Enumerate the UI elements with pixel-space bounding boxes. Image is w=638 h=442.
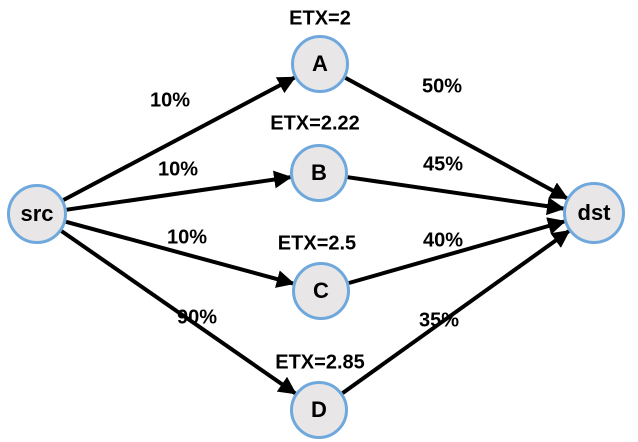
edge-label-src-d: 90%: [176, 306, 218, 329]
edge-label-a-dst: 50%: [421, 75, 463, 98]
edge-label-src-b: 10%: [157, 158, 199, 181]
edge-label-b-dst: 45%: [422, 153, 464, 176]
edge-b-to-dst: [347, 175, 566, 216]
node-c: C: [292, 262, 350, 320]
edge-src-to-a: [62, 75, 296, 202]
node-src: src: [7, 184, 67, 244]
etx-label-b: ETX=2.22: [270, 112, 360, 135]
edge-label-src-a: 10%: [149, 89, 191, 112]
node-a: A: [291, 35, 349, 93]
edge-src-to-b: [66, 170, 293, 212]
node-b: B: [290, 144, 348, 202]
etx-label-c: ETX=2.5: [277, 232, 357, 255]
edge-label-src-c: 10%: [166, 226, 208, 249]
etx-label-d: ETX=2.85: [275, 351, 365, 374]
edge-src-to-c: [65, 219, 295, 288]
etx-label-a: ETX=2: [289, 7, 351, 30]
edge-src-to-d: [60, 229, 297, 396]
edge-label-d-dst: 35%: [418, 309, 460, 332]
edge-d-to-dst: [341, 229, 571, 395]
edge-a-to-dst: [344, 76, 569, 200]
edge-c-to-dst: [348, 217, 566, 285]
node-dst: dst: [563, 182, 625, 244]
edge-label-c-dst: 40%: [422, 229, 464, 252]
node-d: D: [290, 381, 348, 439]
